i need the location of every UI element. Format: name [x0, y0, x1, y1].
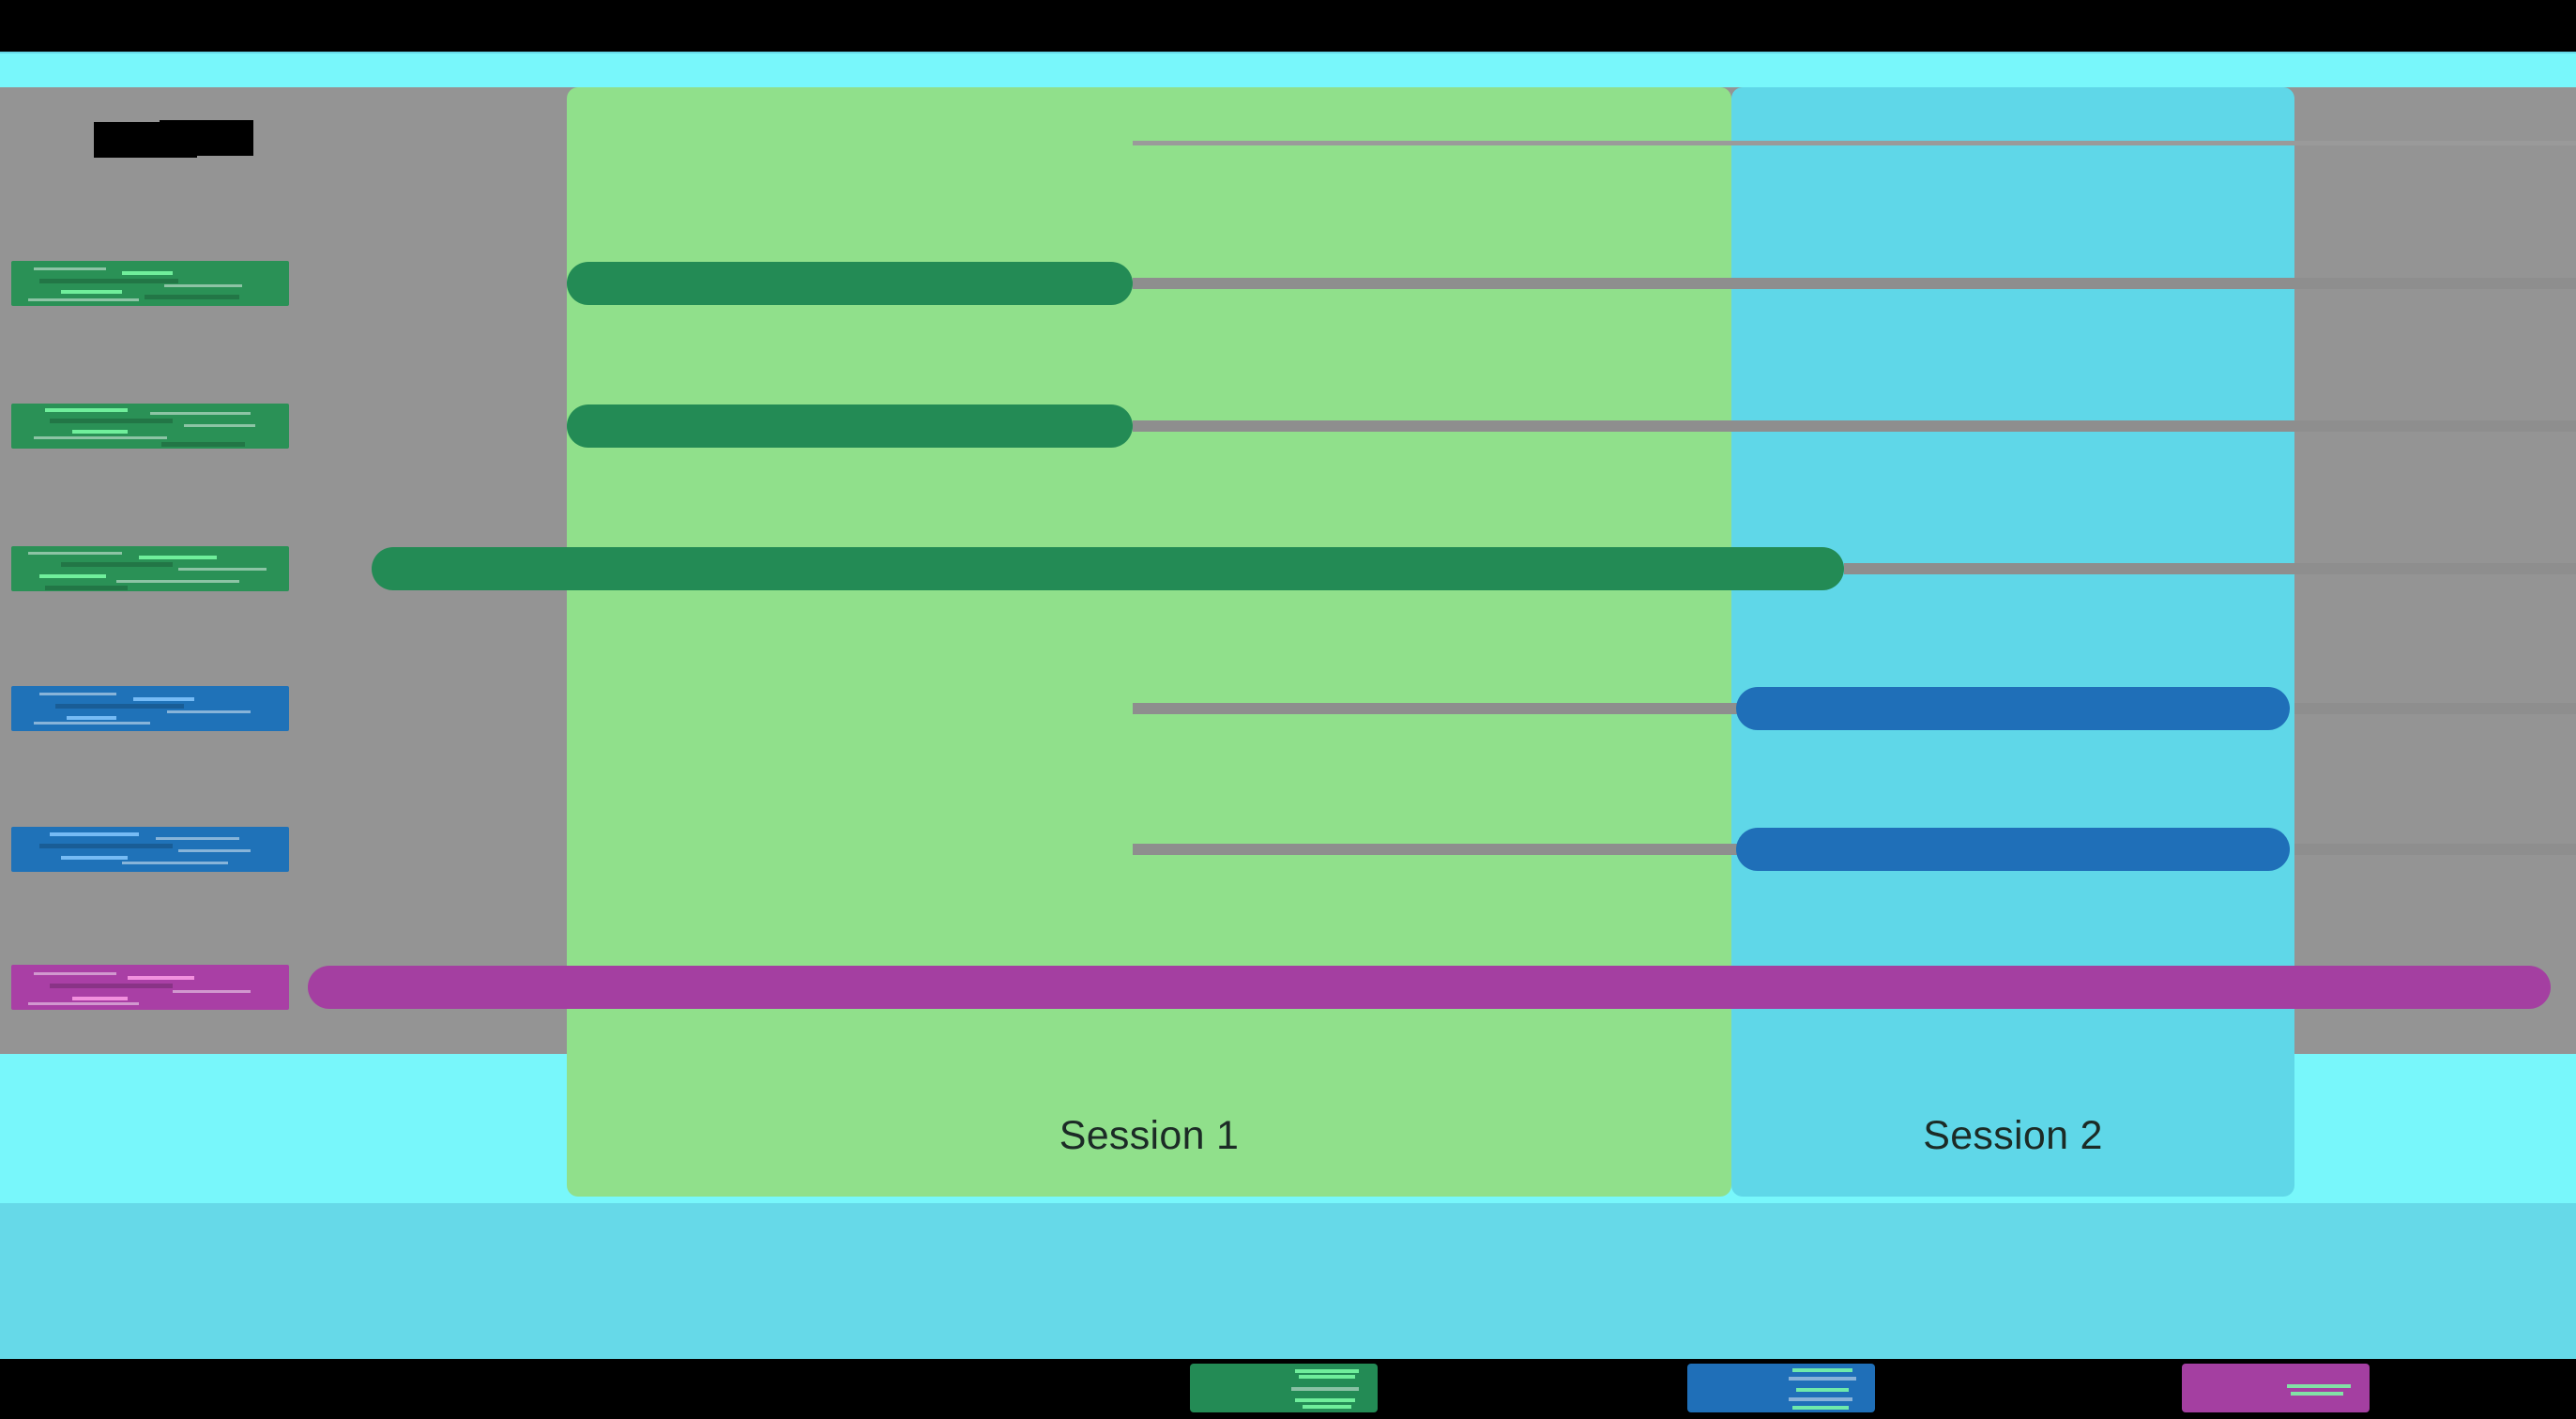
session-1-label: Session 1: [1059, 1113, 1240, 1158]
gridline-row-top: [1133, 141, 2576, 145]
session-2-label: Session 2: [1923, 1113, 2103, 1158]
gridline-row-1: [1133, 420, 2576, 432]
obscured-text-noise: [1190, 1364, 1378, 1412]
obscured-text-noise: [1687, 1364, 1875, 1412]
top-redaction-strip: [0, 0, 2576, 52]
gantt-bar-row-1[interactable]: [567, 404, 1133, 448]
chart-legend: [0, 1359, 2576, 1419]
gridline-row-4: [1133, 844, 1738, 855]
legend-swatch-series-3[interactable]: [2182, 1364, 2370, 1412]
obscured-text-noise: [11, 404, 289, 449]
obscured-text-noise: [11, 827, 289, 872]
gantt-bar-row-3[interactable]: [1736, 687, 2290, 730]
session-band-2[interactable]: [1731, 87, 2294, 1197]
gantt-bar-row-5[interactable]: [308, 966, 2551, 1009]
redacted-title-block-b: [160, 120, 253, 156]
task-label-row-2[interactable]: [11, 546, 289, 591]
task-label-row-0[interactable]: [11, 261, 289, 306]
obscured-text-noise: [11, 965, 289, 1010]
gridline-row-3b: [2294, 703, 2576, 714]
task-label-row-3[interactable]: [11, 686, 289, 731]
task-label-row-1[interactable]: [11, 404, 289, 449]
task-label-row-5[interactable]: [11, 965, 289, 1010]
session-band-1[interactable]: [567, 87, 1731, 1197]
gridline-row-4b: [2294, 844, 2576, 855]
gridline-row-3: [1133, 703, 1738, 714]
task-label-row-4[interactable]: [11, 827, 289, 872]
gridline-row-0: [1133, 278, 2576, 289]
legend-swatch-series-2[interactable]: [1687, 1364, 1875, 1412]
obscured-text-noise: [2182, 1364, 2370, 1412]
gridline-row-2: [1844, 563, 2576, 574]
gantt-bar-row-4[interactable]: [1736, 828, 2290, 871]
obscured-text-noise: [11, 261, 289, 306]
gantt-bar-row-2[interactable]: [372, 547, 1844, 590]
task-label-column: [0, 87, 294, 1054]
gantt-bar-row-0[interactable]: [567, 262, 1133, 305]
obscured-text-noise: [11, 686, 289, 731]
obscured-text-noise: [11, 546, 289, 591]
legend-swatch-series-1[interactable]: [1190, 1364, 1378, 1412]
